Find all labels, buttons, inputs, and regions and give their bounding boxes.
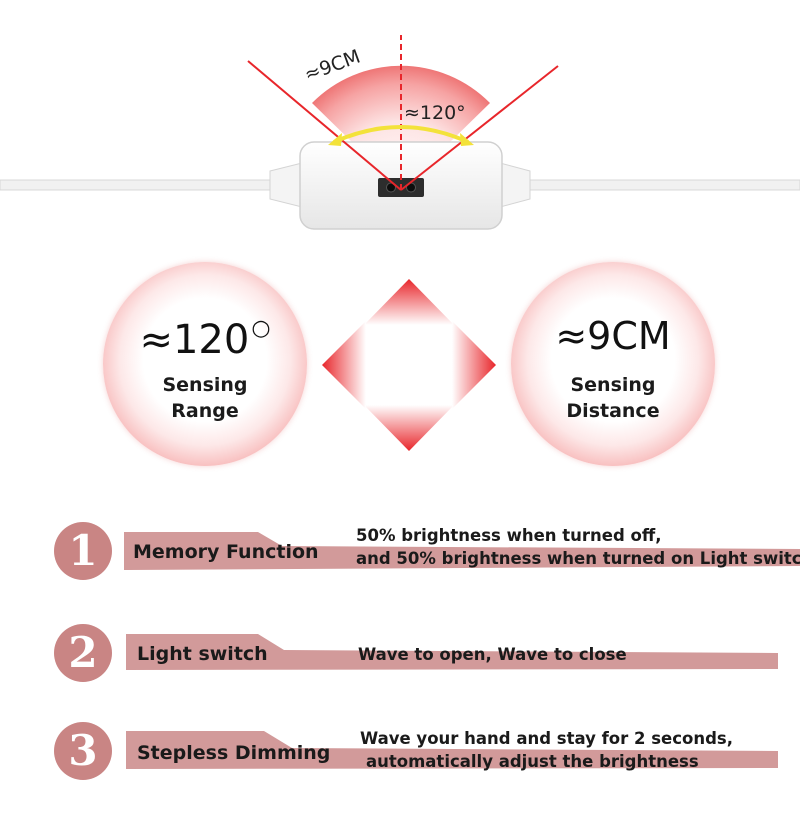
- sensing-range-caption: Sensing Range: [103, 372, 307, 424]
- feature-3-desc-line2: automatically adjust the brightness: [366, 752, 699, 771]
- ray-left: [247, 60, 402, 191]
- sensing-range-value: ≈120○: [103, 316, 307, 363]
- sensing-distance-caption-line1: Sensing: [570, 374, 656, 396]
- sensing-distance-caption: Sensing Distance: [511, 372, 715, 424]
- sensing-range-caption-line1: Sensing: [162, 374, 248, 396]
- sensing-range-circle: ≈120○ Sensing Range: [103, 262, 307, 466]
- feature-3-desc-line1: Wave your hand and stay for 2 seconds,: [360, 729, 734, 748]
- feature-1-desc-line1: 50% brightness when turned off,: [356, 526, 662, 545]
- arrow-left: [322, 321, 366, 409]
- angle-arc: [333, 125, 469, 144]
- feature-1-name: Memory Function: [133, 541, 319, 563]
- sensing-range-number: ≈120: [139, 317, 250, 363]
- sensor-diagram: ≈9CM ≈120°: [0, 0, 800, 250]
- sensing-distance-caption-line2: Distance: [566, 400, 660, 422]
- angle-arc-arrow-left: [328, 133, 342, 146]
- direction-arrows-icon: [322, 279, 496, 451]
- feature-1-number-badge: 1: [54, 522, 112, 580]
- ray-right: [400, 65, 559, 191]
- cable-sleeve-right: [499, 162, 531, 208]
- sensor-diagram-graphic: [0, 35, 800, 230]
- feature-2-name: Light switch: [137, 643, 268, 665]
- sensing-distance-circle: ≈9CM Sensing Distance: [511, 262, 715, 466]
- cable-sleeve-left: [269, 162, 303, 208]
- arrow-down: [364, 405, 454, 451]
- feature-2-desc-line1: Wave to open, Wave to close: [358, 645, 627, 664]
- cable-left: [0, 179, 301, 191]
- feature-1-band: [124, 532, 800, 570]
- sensing-distance-value: ≈9CM: [555, 314, 671, 358]
- cable-right: [499, 179, 800, 191]
- angle-label: ≈120°: [404, 102, 466, 124]
- feature-1-desc-line2: and 50% brightness when turned on Light …: [356, 549, 800, 568]
- feature-3-band: [126, 731, 778, 769]
- arrow-up: [364, 279, 454, 325]
- degree-symbol: ○: [251, 316, 271, 341]
- feature-2-number-badge: 2: [54, 624, 112, 682]
- feature-3-name: Stepless Dimming: [137, 742, 331, 764]
- feature-3-number-badge: 3: [54, 722, 112, 780]
- sensor-eye-left: [386, 182, 396, 193]
- sensing-range-caption-line2: Range: [171, 400, 239, 422]
- angle-arc-arrow-right: [460, 133, 474, 146]
- arrow-right: [452, 321, 496, 409]
- feature-2-band: [126, 634, 778, 670]
